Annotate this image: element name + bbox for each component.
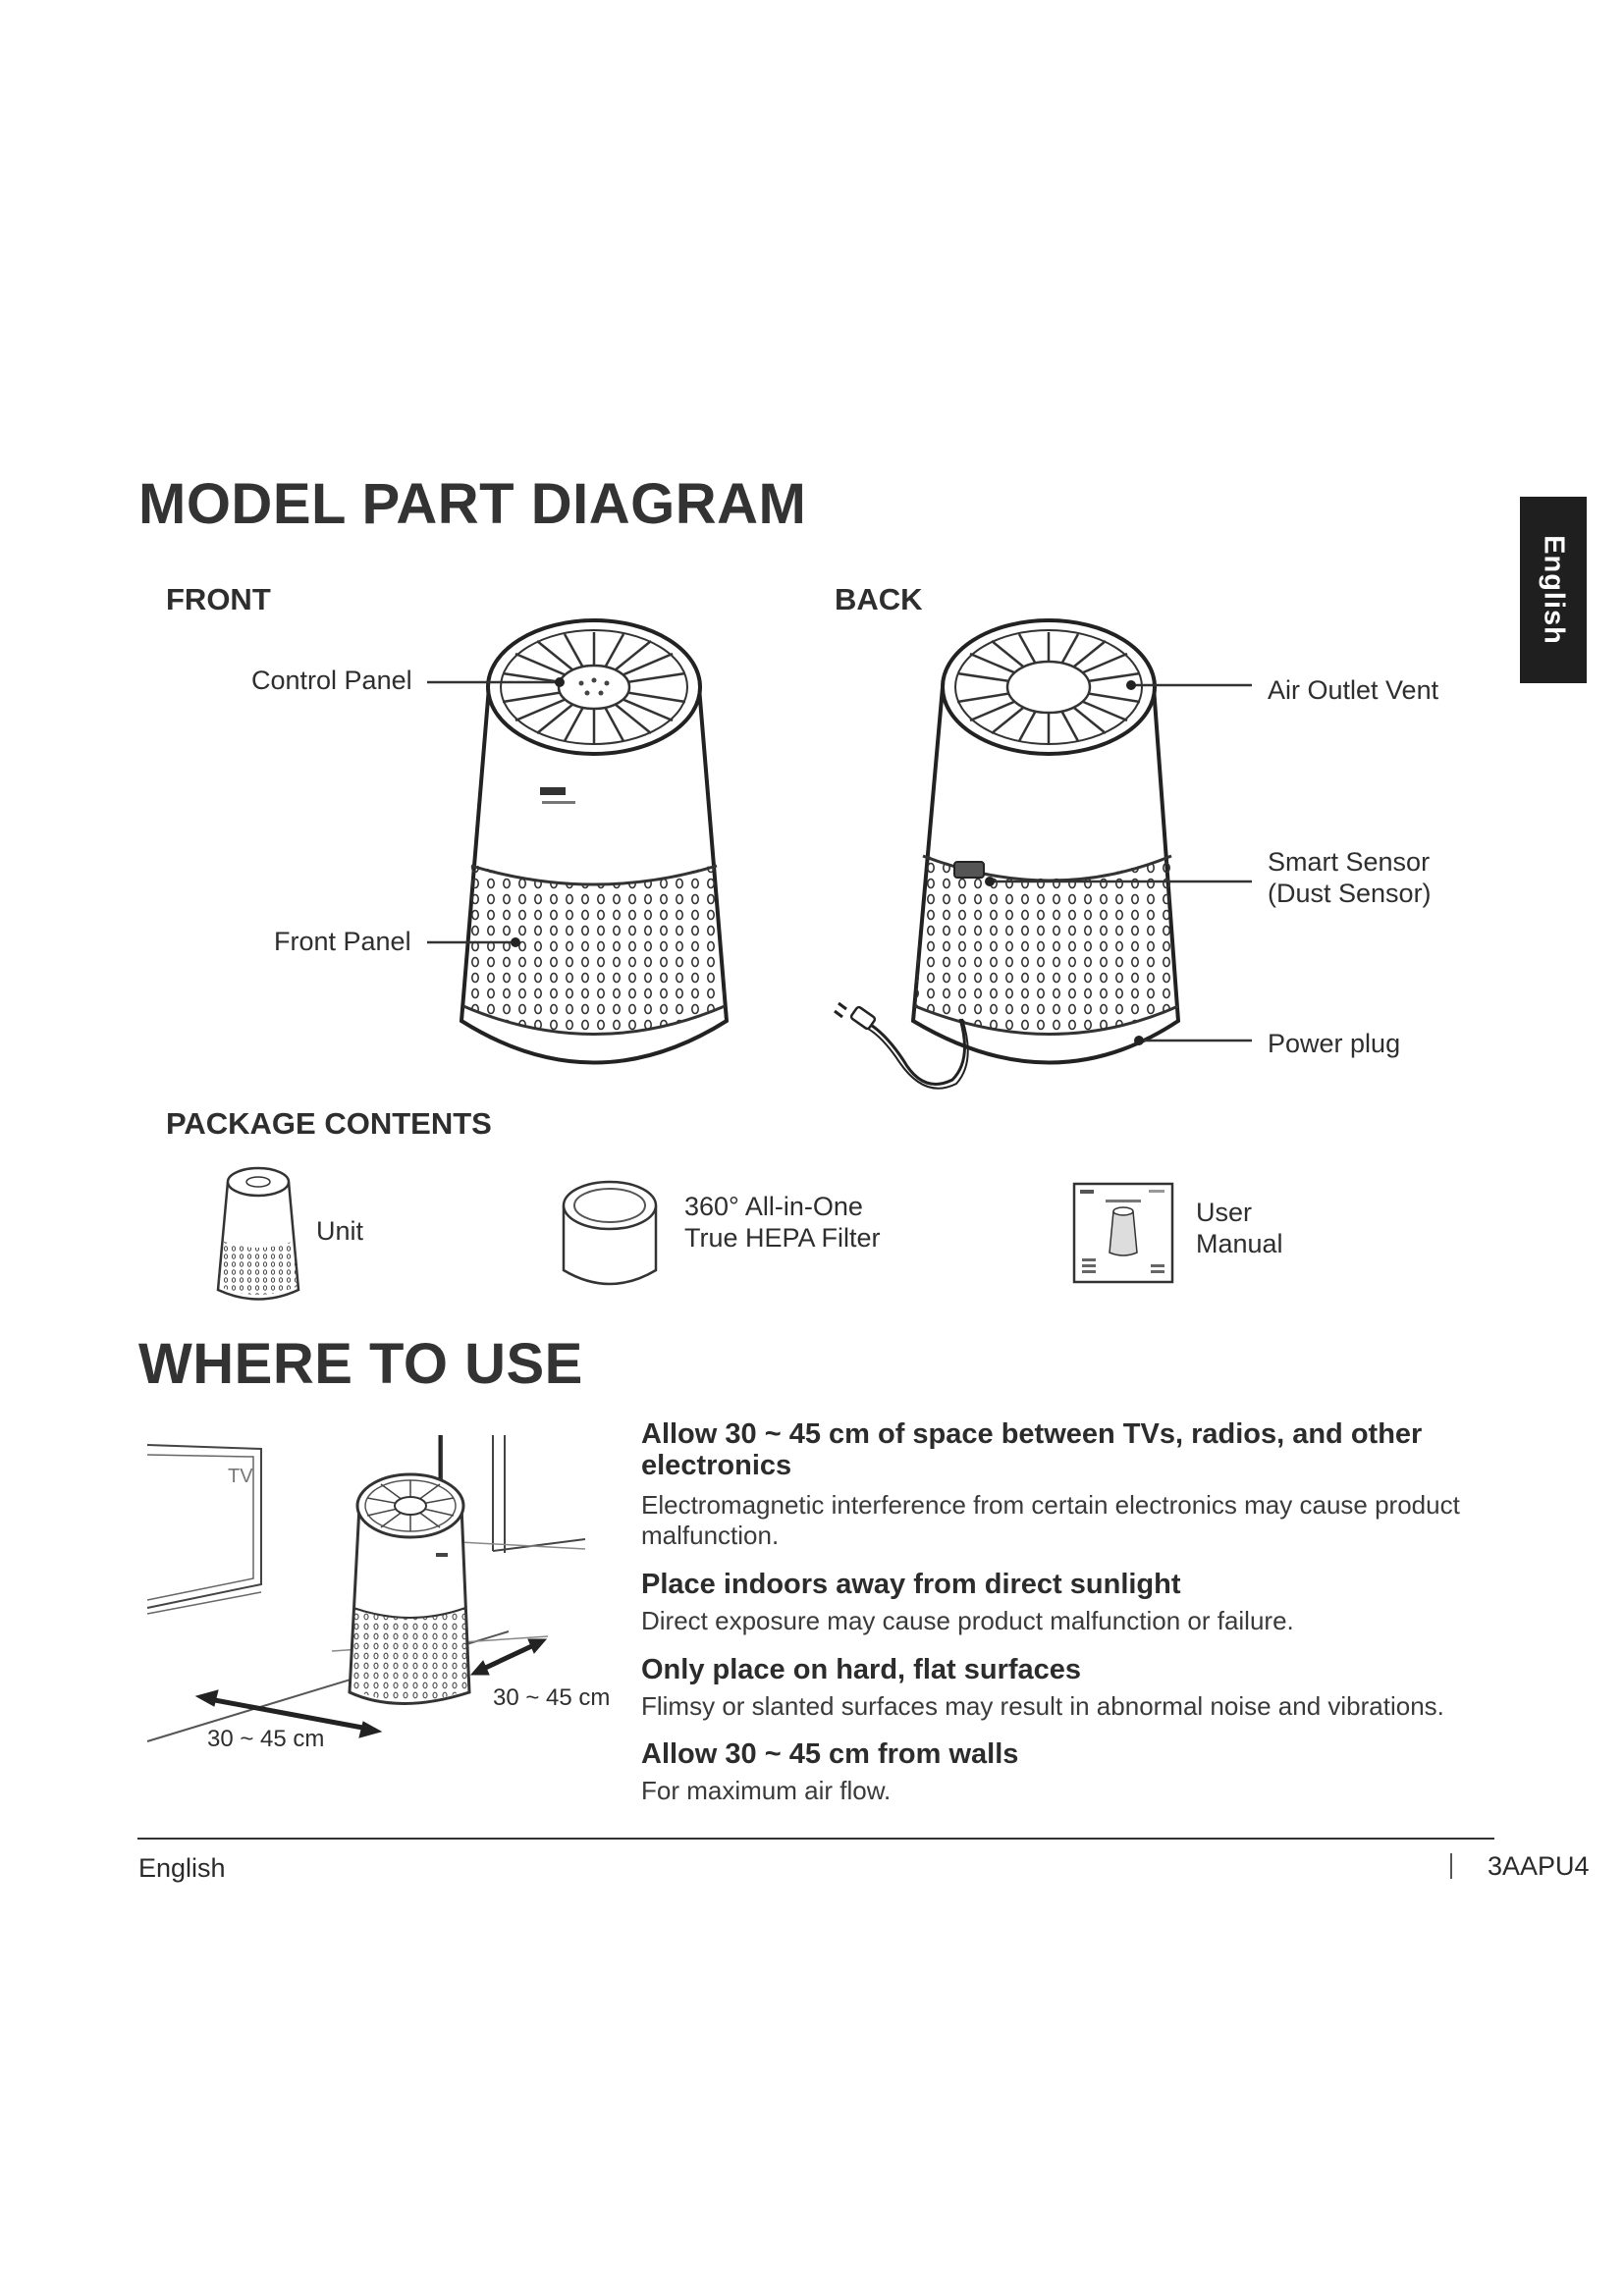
front-purifier-illustration — [452, 609, 736, 1090]
manual-label-line2: Manual — [1196, 1229, 1283, 1260]
usage-item-4-title: Allow 30 ~ 45 cm from walls — [641, 1738, 1505, 1770]
front-panel-label: Front Panel — [274, 927, 411, 958]
user-manual-icon — [1072, 1182, 1174, 1284]
tv-label: TV — [228, 1466, 253, 1488]
usage-item-2-desc: Direct exposure may cause product malfun… — [641, 1606, 1505, 1636]
smart-sensor-label-line1: Smart Sensor — [1268, 847, 1432, 879]
footer-language: English — [138, 1853, 226, 1884]
usage-item-4: Allow 30 ~ 45 cm from walls For maximum … — [641, 1738, 1505, 1807]
smart-sensor-label: Smart Sensor (Dust Sensor) — [1268, 847, 1432, 910]
filter-label: 360° All-in-One True HEPA Filter — [684, 1192, 881, 1255]
usage-item-3-title: Only place on hard, flat surfaces — [641, 1654, 1505, 1685]
where-to-use-title: WHERE TO USE — [138, 1331, 583, 1397]
filter-label-line2: True HEPA Filter — [684, 1223, 881, 1255]
model-part-title: MODEL PART DIAGRAM — [138, 471, 806, 537]
footer-separator — [1450, 1853, 1452, 1879]
smart-sensor-label-line2: (Dust Sensor) — [1268, 879, 1432, 910]
unit-icon — [214, 1166, 302, 1304]
air-outlet-label: Air Outlet Vent — [1268, 675, 1438, 707]
usage-item-3: Only place on hard, flat surfaces Flimsy… — [641, 1654, 1505, 1723]
back-purifier-illustration — [844, 609, 1257, 1119]
unit-label: Unit — [316, 1216, 363, 1248]
distance-left-label: 30 ~ 45 cm — [207, 1726, 324, 1753]
usage-item-1-desc: Electromagnetic interference from certai… — [641, 1490, 1505, 1551]
distance-right-label: 30 ~ 45 cm — [493, 1684, 610, 1712]
front-heading: FRONT — [166, 582, 271, 617]
package-heading: PACKAGE CONTENTS — [166, 1106, 492, 1142]
usage-item-1: Allow 30 ~ 45 cm of space between TVs, r… — [641, 1418, 1505, 1551]
manual-label: User Manual — [1196, 1198, 1283, 1260]
usage-item-2: Place indoors away from direct sunlight … — [641, 1569, 1505, 1637]
language-tab-label: English — [1538, 535, 1570, 645]
hepa-filter-icon — [560, 1176, 660, 1294]
usage-item-1-title: Allow 30 ~ 45 cm of space between TVs, r… — [641, 1418, 1505, 1482]
language-tab: English — [1520, 497, 1587, 683]
manual-label-line1: User — [1196, 1198, 1283, 1229]
usage-item-2-title: Place indoors away from direct sunlight — [641, 1569, 1505, 1600]
usage-item-4-desc: For maximum air flow. — [641, 1776, 1505, 1806]
power-plug-label: Power plug — [1268, 1029, 1400, 1060]
footer-model-wrap: 3AAPU45 — [1488, 1851, 1590, 1882]
footer-model-number: 3AAPU45 — [1488, 1851, 1590, 1882]
usage-item-3-desc: Flimsy or slanted surfaces may result in… — [641, 1691, 1505, 1722]
control-panel-label: Control Panel — [251, 666, 412, 697]
footer-divider — [137, 1838, 1494, 1840]
filter-label-line1: 360° All-in-One — [684, 1192, 881, 1223]
